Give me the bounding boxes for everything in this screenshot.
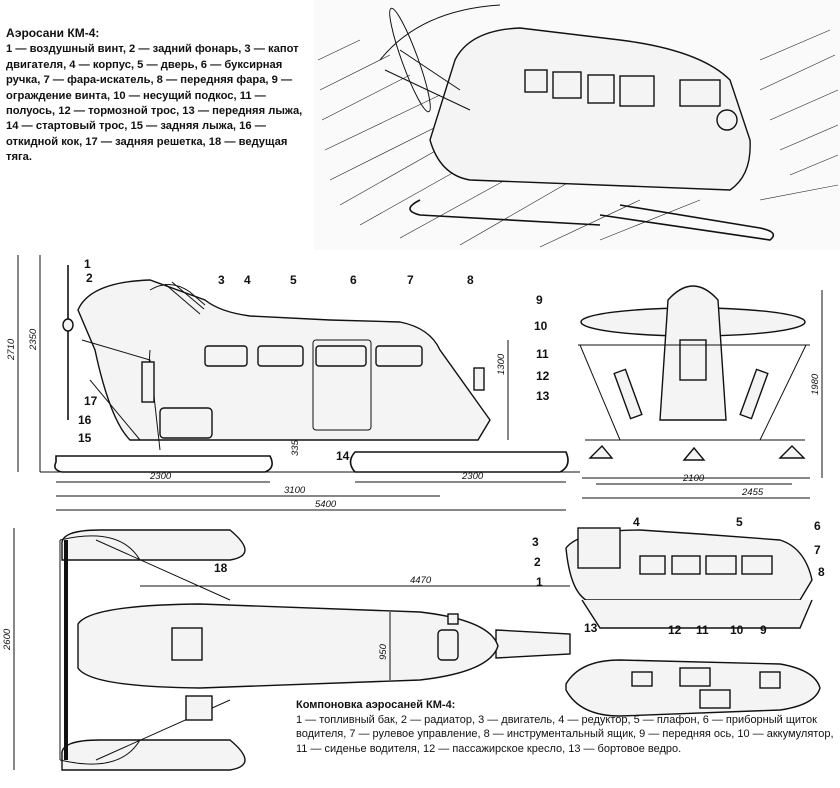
legend-bottom: Компоновка аэросаней КМ-4: 1 — топливный… xyxy=(296,698,836,756)
layout-callout-8: 8 xyxy=(818,565,825,579)
dim-335: 335 xyxy=(290,439,301,456)
layout-callout-6: 6 xyxy=(814,519,821,533)
layout-callout-2: 2 xyxy=(534,555,541,569)
dim-3100: 3100 xyxy=(284,485,306,496)
side-callouts: 1 2 3 4 5 6 7 8 17 16 15 14 13 12 11 10 … xyxy=(78,257,550,463)
layout-callout-4: 4 xyxy=(633,515,640,529)
layout-callout-11: 11 xyxy=(696,623,709,637)
callout-12: 12 xyxy=(536,369,550,383)
layout-callout-9: 9 xyxy=(760,623,767,637)
dim-2600: 2600 xyxy=(2,628,13,651)
dim-2455: 2455 xyxy=(741,487,764,498)
layout-callout-13: 13 xyxy=(584,621,598,635)
callout-13: 13 xyxy=(536,389,550,403)
callout-5: 5 xyxy=(290,273,297,287)
callout-17: 17 xyxy=(84,394,98,408)
callout-14: 14 xyxy=(336,449,350,463)
layout-callout-5: 5 xyxy=(736,515,743,529)
top-dimensions: 4470 950 2600 xyxy=(2,528,570,770)
callout-4: 4 xyxy=(244,273,251,287)
dim-2100: 2100 xyxy=(682,473,705,484)
callout-8: 8 xyxy=(467,273,474,287)
layout-callout-12: 12 xyxy=(668,623,682,637)
top-callout-18: 18 xyxy=(214,561,228,575)
layout-view: 3 2 1 4 5 6 7 8 13 12 11 10 9 xyxy=(532,515,825,717)
front-view: 1980 2100 2455 xyxy=(578,285,823,499)
callout-15: 15 xyxy=(78,431,92,445)
side-dimensions: 2710 2350 1300 335 2300 2300 3100 5400 xyxy=(6,255,566,511)
layout-callouts: 3 2 1 4 5 6 7 8 13 12 11 10 9 xyxy=(532,515,825,637)
callout-6: 6 xyxy=(350,273,357,287)
dim-2300-front: 2300 xyxy=(461,471,484,482)
dim-4470: 4470 xyxy=(410,575,432,586)
layout-callout-3: 3 xyxy=(532,535,539,549)
legend-bottom-title: Компоновка аэросаней КМ-4: xyxy=(296,699,456,711)
callout-16: 16 xyxy=(78,413,92,427)
legend-bottom-text: 1 — топливный бак, 2 — радиатор, 3 — дви… xyxy=(296,713,834,755)
callout-9: 9 xyxy=(536,293,543,307)
dim-950: 950 xyxy=(378,643,389,660)
perspective-illustration xyxy=(314,0,840,250)
dim-5400: 5400 xyxy=(315,499,337,510)
callout-10: 10 xyxy=(534,319,548,333)
callout-7: 7 xyxy=(407,273,414,287)
legend-top-title: Аэросани КМ-4: xyxy=(6,26,100,40)
layout-callout-7: 7 xyxy=(814,543,821,557)
callout-11: 11 xyxy=(536,347,549,361)
snow-texture xyxy=(317,29,839,248)
side-view: 1 2 3 4 5 6 7 8 17 16 15 14 13 12 11 10 … xyxy=(6,255,580,511)
callout-1: 1 xyxy=(84,257,91,271)
layout-callout-1: 1 xyxy=(536,575,543,589)
callout-3: 3 xyxy=(218,273,225,287)
legend-top-text: 1 — воздушный винт, 2 — задний фонарь, 3… xyxy=(6,43,303,164)
dim-1300: 1300 xyxy=(496,353,507,375)
dim-2710: 2710 xyxy=(6,338,17,361)
dim-1980: 1980 xyxy=(810,373,821,395)
dim-2300-rear: 2300 xyxy=(149,471,172,482)
dim-2350: 2350 xyxy=(28,328,39,351)
top-view: 18 4470 950 2600 xyxy=(2,528,571,771)
layout-callout-10: 10 xyxy=(730,623,744,637)
legend-top: Аэросани КМ-4: 1 — воздушный винт, 2 — з… xyxy=(6,26,306,166)
front-dimensions: 1980 2100 2455 xyxy=(582,290,823,499)
callout-2: 2 xyxy=(86,271,93,285)
